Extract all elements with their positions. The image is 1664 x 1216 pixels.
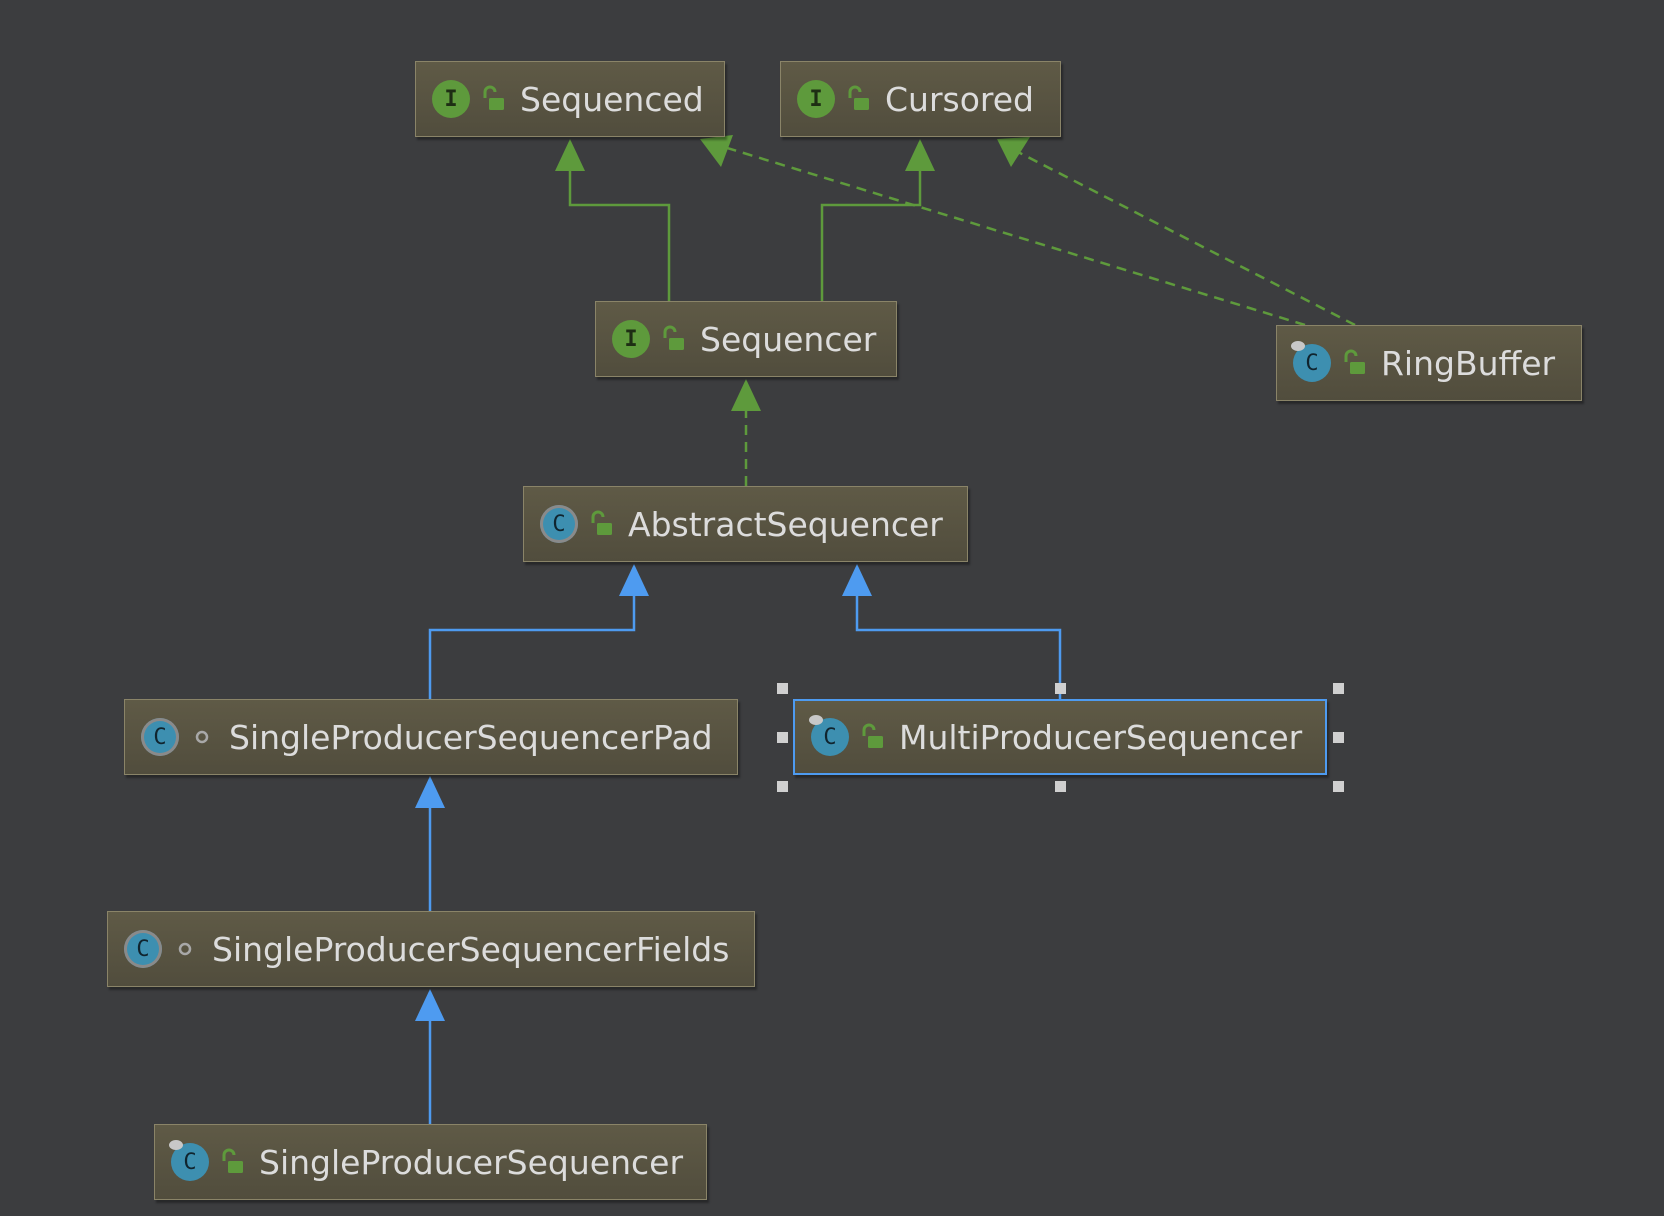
arrowhead-extends bbox=[619, 564, 649, 596]
final-marker-icon bbox=[169, 1140, 183, 1150]
public-visibility-icon bbox=[663, 325, 684, 350]
class-node-mps[interactable]: C MultiProducerSequencer bbox=[793, 699, 1327, 775]
arrowhead-extends bbox=[842, 564, 872, 596]
class-node-sequencer[interactable]: I Sequencer bbox=[595, 301, 897, 377]
abstract-class-icon: C bbox=[141, 718, 179, 756]
class-node-ringbuffer[interactable]: C RingBuffer bbox=[1276, 325, 1582, 401]
public-visibility-icon bbox=[1344, 349, 1365, 374]
class-node-abstractsequencer[interactable]: C AbstractSequencer bbox=[523, 486, 968, 562]
class-node-sequenced[interactable]: I Sequenced bbox=[415, 61, 725, 137]
class-node-label: AbstractSequencer bbox=[628, 504, 943, 544]
class-node-cursored[interactable]: I Cursored bbox=[780, 61, 1061, 137]
class-node-spspad[interactable]: C SingleProducerSequencerPad bbox=[124, 699, 738, 775]
final-class-icon: C bbox=[1291, 341, 1331, 382]
edge-ringbuffer-to-sequenced[interactable] bbox=[723, 145, 1306, 327]
arrowhead-extends bbox=[415, 776, 445, 808]
class-node-label: SingleProducerSequencerPad bbox=[229, 717, 713, 757]
arrowhead-implements bbox=[997, 137, 1030, 167]
edge-ringbuffer-to-cursored[interactable] bbox=[1017, 150, 1356, 327]
class-node-label: Sequencer bbox=[700, 319, 877, 359]
resize-handle[interactable] bbox=[1055, 683, 1066, 694]
final-marker-icon bbox=[1291, 341, 1305, 351]
class-node-label: SingleProducerSequencer bbox=[259, 1142, 684, 1182]
class-node-label: MultiProducerSequencer bbox=[899, 717, 1303, 757]
arrowhead-implements bbox=[700, 135, 733, 167]
resize-handle[interactable] bbox=[777, 683, 788, 694]
final-marker-icon bbox=[809, 715, 823, 725]
edge-sequencer-to-cursored[interactable] bbox=[820, 168, 922, 301]
resize-handle[interactable] bbox=[1333, 683, 1344, 694]
arrowhead-extends bbox=[415, 989, 445, 1021]
resize-handle[interactable] bbox=[777, 781, 788, 792]
resize-handle[interactable] bbox=[777, 732, 788, 743]
package-visibility-icon bbox=[195, 730, 209, 744]
edge-spspad-to-abstractsequencer[interactable] bbox=[428, 596, 636, 699]
public-visibility-icon bbox=[591, 510, 612, 535]
arrowhead-extends-interface bbox=[555, 139, 585, 171]
public-visibility-icon bbox=[862, 723, 883, 748]
class-node-label: SingleProducerSequencerFields bbox=[212, 929, 730, 969]
interface-icon: I bbox=[432, 80, 470, 118]
public-visibility-icon bbox=[222, 1148, 243, 1173]
resize-handle[interactable] bbox=[1333, 732, 1344, 743]
class-node-label: Cursored bbox=[885, 79, 1034, 119]
abstract-class-icon: C bbox=[124, 930, 162, 968]
abstract-class-icon: C bbox=[540, 505, 578, 543]
arrowhead-implements bbox=[731, 379, 761, 411]
class-node-label: RingBuffer bbox=[1381, 343, 1556, 383]
class-node-sps[interactable]: C SingleProducerSequencer bbox=[154, 1124, 707, 1200]
interface-icon: I bbox=[797, 80, 835, 118]
arrowhead-extends-interface bbox=[905, 139, 935, 171]
resize-handle[interactable] bbox=[1333, 781, 1344, 792]
package-visibility-icon bbox=[178, 942, 192, 956]
final-class-icon: C bbox=[169, 1140, 209, 1181]
final-class-icon: C bbox=[809, 715, 849, 756]
class-node-label: Sequenced bbox=[520, 79, 704, 119]
resize-handle[interactable] bbox=[1055, 781, 1066, 792]
edge-sequencer-to-sequenced[interactable] bbox=[568, 168, 671, 301]
interface-icon: I bbox=[612, 320, 650, 358]
public-visibility-icon bbox=[483, 85, 504, 110]
edge-mps-to-abstractsequencer[interactable] bbox=[855, 596, 1062, 699]
public-visibility-icon bbox=[848, 85, 869, 110]
class-node-spsfields[interactable]: C SingleProducerSequencerFields bbox=[107, 911, 755, 987]
